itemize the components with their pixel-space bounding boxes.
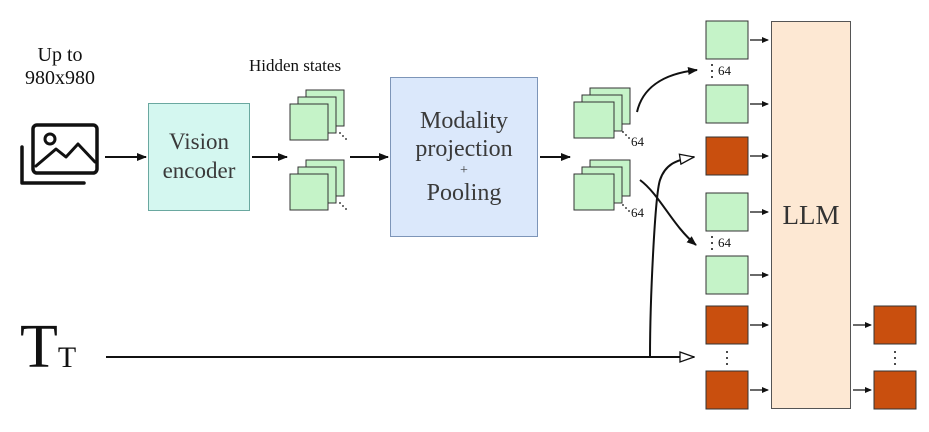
modality-line2: projection	[415, 135, 513, 162]
input-caption-line2: 980x980	[25, 67, 95, 89]
output-token	[873, 370, 917, 410]
image-token-count-label-2: 64	[718, 235, 731, 250]
modality-projection-box: Modality projection + Pooling	[390, 77, 538, 237]
pooled-tokens-stack-2	[573, 159, 631, 211]
text-token	[705, 305, 749, 345]
text-token	[705, 136, 749, 176]
vision-encoder-box: Vision encoder	[148, 103, 250, 211]
hidden-states-label: Hidden states	[249, 56, 342, 75]
image-token	[705, 20, 749, 60]
text-input-small-t: T	[57, 341, 77, 374]
llm-input-tokens	[705, 20, 749, 410]
llm-to-output-arrows	[853, 322, 872, 393]
llm-box: LLM	[771, 21, 851, 409]
arrow-text-branch-to-llm	[649, 157, 694, 358]
llm-output-tokens	[873, 305, 917, 410]
text-token	[705, 370, 749, 410]
pooled-count-label-1: 64	[631, 134, 644, 149]
pooled-tokens-stack-1	[573, 87, 631, 139]
input-caption-line1: Up to	[37, 44, 83, 66]
image-token	[705, 84, 749, 124]
modality-line1: Modality	[420, 107, 508, 134]
image-token-count-label-1: 64	[718, 63, 731, 78]
llm-label: LLM	[782, 199, 840, 230]
text-input-big-t: T	[20, 313, 58, 381]
arrow-pooled-2-to-llm	[639, 179, 697, 246]
pooled-count-label-2: 64	[631, 205, 644, 220]
hidden-states-stack-2	[289, 159, 345, 211]
modality-plus: +	[460, 163, 468, 179]
text-input-symbol: TT	[20, 316, 76, 378]
token-to-llm-arrows	[750, 37, 769, 393]
hidden-states-stack-1	[289, 89, 345, 141]
modality-line3: Pooling	[426, 180, 502, 207]
vision-encoder-line2: encoder	[162, 158, 236, 183]
arrow-pooled-1-to-llm	[636, 66, 698, 113]
input-resolution-caption: Up to 980x980	[20, 44, 100, 90]
image-stack-icon	[20, 123, 99, 185]
output-token	[873, 305, 917, 345]
image-token	[705, 192, 749, 232]
vision-encoder-line1: Vision	[169, 129, 229, 155]
image-token	[705, 255, 749, 295]
